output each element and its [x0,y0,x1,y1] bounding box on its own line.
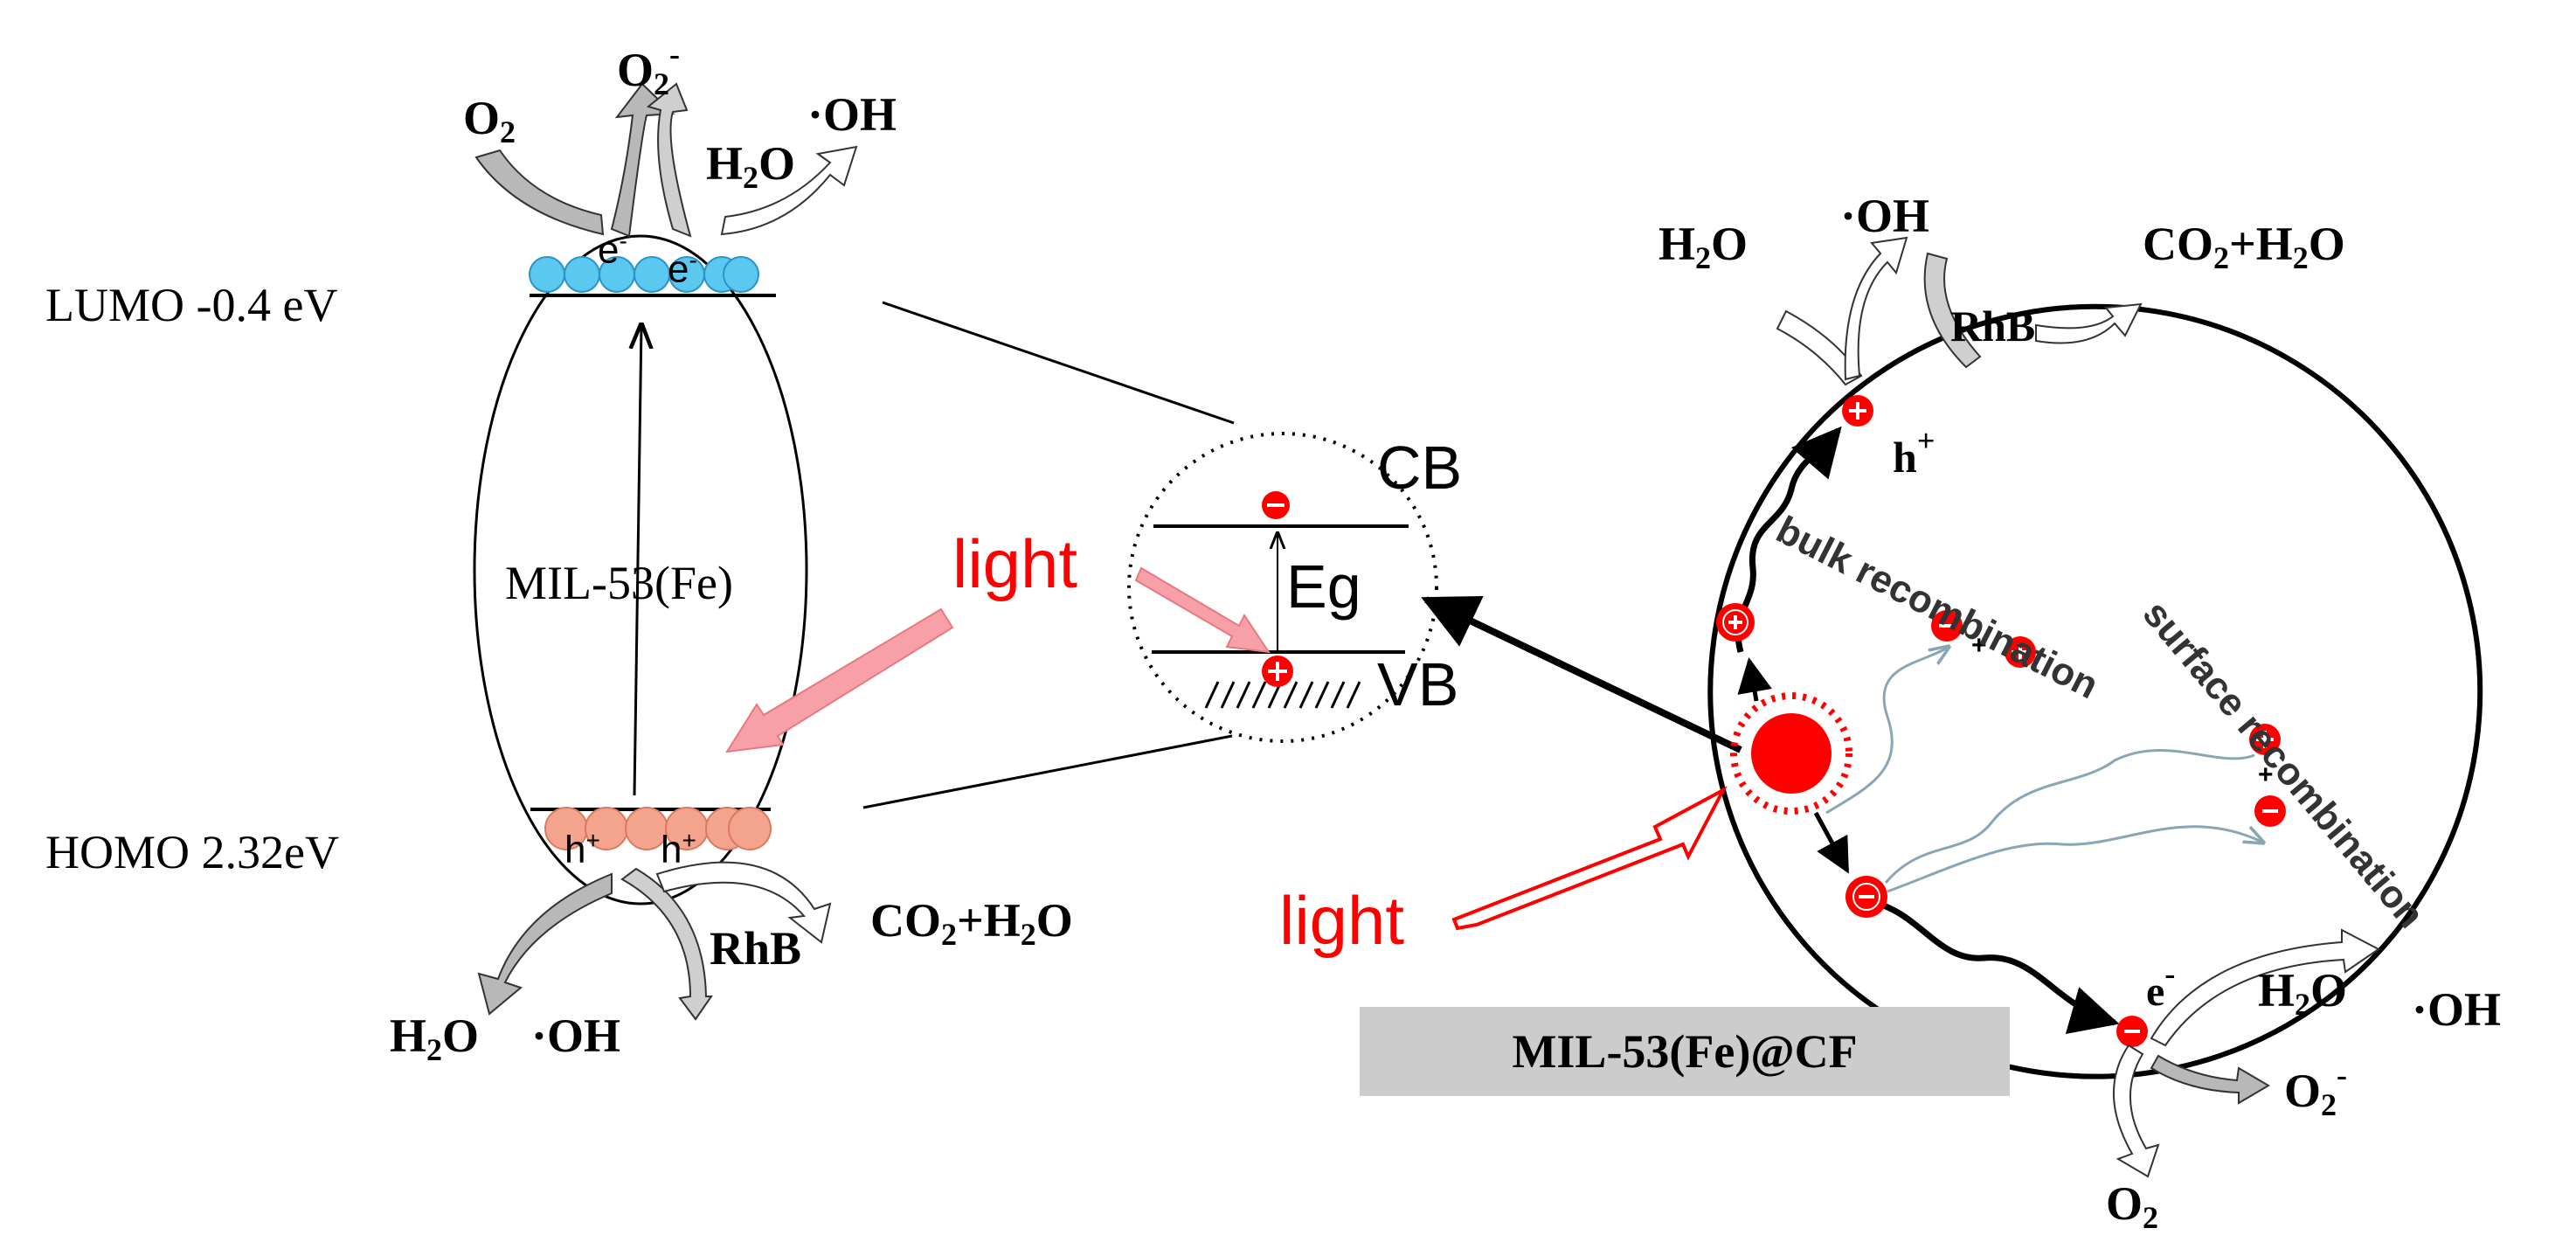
connector-bottom [862,734,1233,809]
cb-electron-icon [1262,491,1290,519]
homo-label: HOMO 2.32eV [45,826,339,878]
right-h2o-bottom-label: H2O [2258,964,2348,1022]
excited-particle-halo [1730,692,1852,815]
left-oh-top-label: ·OH [807,88,897,141]
particle-outline-right [1861,303,2483,1001]
right-top-curved-arrows [1776,236,2143,386]
pink-light-arrow-center [1134,566,1271,654]
vb-label: VB [1377,650,1459,718]
right-particle-diagram: + + [1707,236,2483,1178]
left-top-curved-arrows [474,82,858,238]
left-o2-label: O2 [463,92,516,149]
surface-hole-icon-top [1842,395,1873,427]
homo-hole-label-2: h+ [661,827,696,871]
mil53-ellipse [473,234,808,906]
particle-to-eg-arrow [1421,595,1742,753]
homo-holes [544,807,772,850]
dotted-circle [1127,432,1438,743]
center-light-label: light [952,525,1078,602]
electron-migration-path [1877,900,2120,1035]
surface-electron-icon-right [2254,795,2286,827]
surface-hole-icon-right [2249,724,2281,755]
vb-hole-icon [1262,656,1293,687]
left-band-diagram [473,82,858,1021]
left-oh-bottom-label: ·OH [531,1010,621,1062]
surface-plus-sign: + [2258,760,2274,789]
surface-recombination-curve-1 [1884,748,2255,884]
right-o2-label: O2 [2106,1177,2159,1235]
hole-up-arrow [1737,657,1772,702]
surface-recombination-curve-2 [1887,825,2263,893]
bulk-recombination-curve [1825,647,1949,815]
left-rhb-label: RhB [710,922,802,975]
lumo-label: LUMO -0.4 eV [45,279,338,331]
pink-light-arrow-left [725,607,954,753]
center-band-circle [1127,432,1438,743]
red-light-arrow-bottom [1451,786,1728,931]
left-o2-radical-label: O2- [617,37,681,101]
right-hole-label: h+ [1893,423,1935,482]
right-o2-radical-label: O2- [2284,1058,2348,1122]
right-rhb-label: RhB [1950,302,2036,350]
excitation-arrow [634,325,641,796]
right-co2-h2o-label: CO2+H2O [2143,218,2345,275]
right-oh-top-label: ·OH [1840,190,1930,242]
excited-particle-core [1751,713,1832,794]
homo-hole-label-1: h+ [564,827,600,871]
right-oh-bottom-label: ·OH [2412,983,2502,1036]
right-h2o-top-label: H2O [1658,218,1748,275]
right-electron-label: e- [2146,956,2176,1015]
left-co2-h2o-label: CO2+H2O [870,894,1073,952]
mof-label-box [1360,1007,2010,1096]
left-h2o-top-label: H2O [706,137,796,195]
migrating-hole-icon [1716,603,1755,642]
mof-label: MIL-53(Fe)@CF [1512,1025,1858,1078]
bulk-plus-sign: + [1971,631,1987,660]
bulk-electron-icon [1931,610,1963,642]
left-bottom-curved-arrows [477,861,832,1021]
cb-label: CB [1377,434,1463,502]
bottom-light-label: light [1279,882,1405,959]
left-h2o-bottom-label: H2O [390,1010,480,1067]
lumo-electron-label-2: e- [668,246,697,291]
electron-down-arrow [1813,811,1850,874]
lumo-electron-label-1: e- [598,227,627,272]
right-bottom-curved-arrows [2113,928,2380,1178]
connector-top [882,301,1235,425]
particle-outline [1707,382,2330,1079]
eg-label: Eg [1286,552,1361,621]
surface-electron-icon-bottom [2116,1016,2148,1047]
bulk-hole-icon [2005,636,2036,668]
lumo-electrons [529,256,759,293]
material-label: MIL-53(Fe) [505,557,733,609]
migrating-electron-icon [1845,876,1887,918]
